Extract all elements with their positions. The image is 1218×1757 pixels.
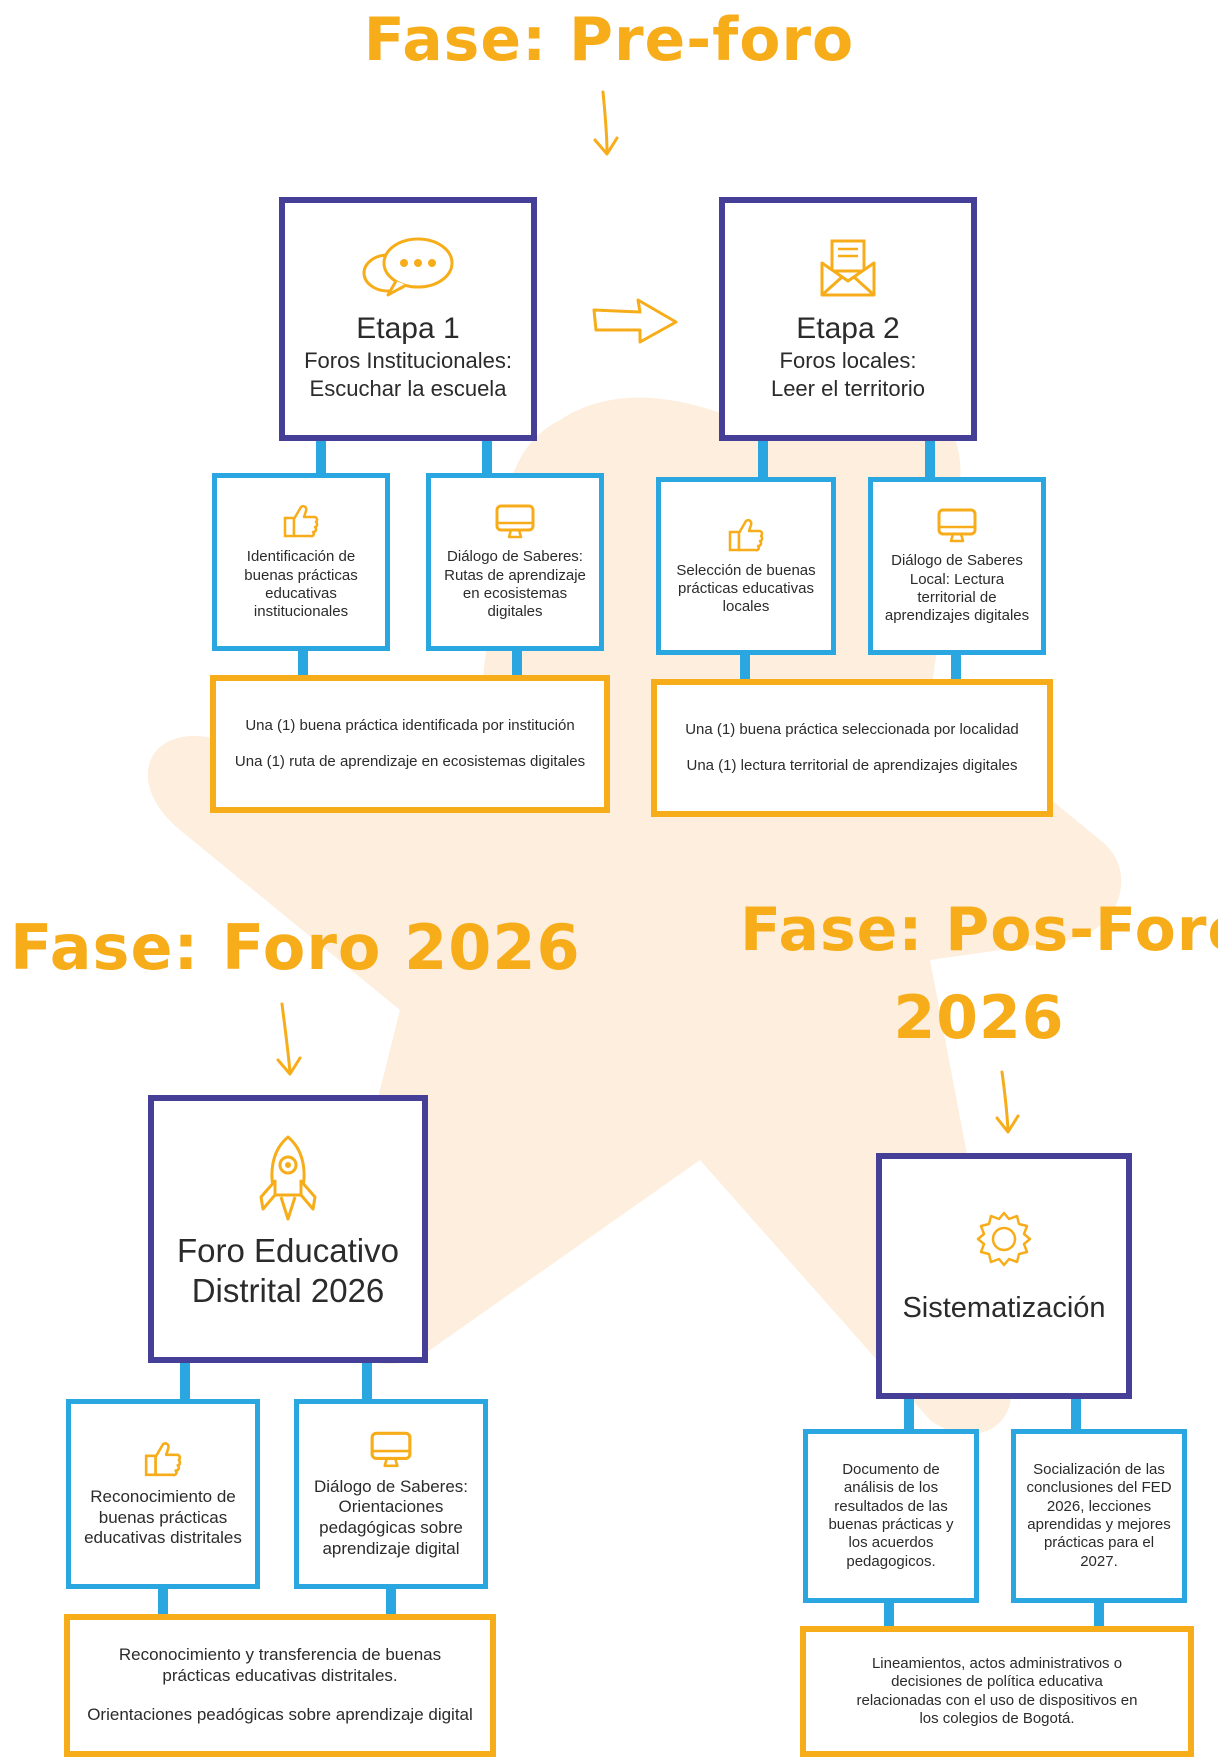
output-box: Una (1) buena práctica seleccionada por … [651, 679, 1053, 817]
stage-1-box: Etapa 1 Foros Institucionales: Escuchar … [279, 197, 537, 441]
rocket-icon [259, 1135, 317, 1221]
stage-2-subtitle-line1: Foros locales: [779, 348, 917, 373]
right-arrow-icon [592, 298, 678, 344]
activity-box: Reconocimiento de buenas prácticas educa… [66, 1399, 260, 1589]
connector-line [512, 651, 522, 675]
output-box: Reconocimiento y transferencia de buenas… [64, 1614, 496, 1757]
thumbs-up-icon [728, 518, 764, 551]
connector-line [740, 655, 750, 679]
monitor-icon [370, 1431, 412, 1467]
phase-title-pre-foro: Fase: Pre-foro [363, 5, 855, 75]
phase-title-pos-foro-line1: Fase: Pos-Foro [740, 895, 1218, 965]
output-text: Una (1) buena práctica identificada por … [245, 716, 575, 734]
envelope-icon [820, 239, 876, 297]
connector-line [925, 441, 935, 477]
stage-2-box: Etapa 2 Foros locales: Leer el territori… [719, 197, 977, 441]
activity-text: Diálogo de Saberes Local: Lectura territ… [884, 552, 1030, 625]
activity-text: Reconocimiento de buenas prácticas educa… [84, 1486, 242, 1548]
stage-2-title: Etapa 2 [796, 312, 900, 345]
activity-box: Diálogo de Saberes: Orientaciones pedagó… [294, 1399, 488, 1589]
foro-stage-box: Foro Educativo Distrital 2026 [148, 1095, 428, 1363]
foro-stage-title-line2: Distrital 2026 [191, 1272, 385, 1309]
activity-text: Selección de buenas prácticas educativas… [676, 561, 816, 616]
activity-text: Identificación de buenas prácticas educa… [244, 548, 358, 621]
output-text: Una (1) ruta de aprendizaje en ecosistem… [234, 753, 586, 770]
connector-line [362, 1363, 372, 1399]
activity-box: Diálogo de Saberes Local: Lectura territ… [868, 477, 1046, 655]
activity-text: Documento de análisis de los resultados … [828, 1461, 954, 1570]
activity-box: Diálogo de Saberes: Rutas de aprendizaje… [426, 473, 604, 651]
activity-text: Diálogo de Saberes: Orientaciones pedagó… [313, 1476, 469, 1558]
down-arrow-icon [276, 1002, 302, 1076]
output-box: Una (1) buena práctica identificada por … [210, 675, 610, 813]
gear-icon [976, 1211, 1032, 1267]
activity-box: Documento de análisis de los resultados … [803, 1429, 979, 1603]
output-text: Una (1) buena práctica seleccionada por … [685, 720, 1019, 738]
connector-line [904, 1399, 914, 1429]
activity-text: Socialización de las conclusiones del FE… [1026, 1461, 1172, 1570]
output-text: Lineamientos, actos administrativos o de… [856, 1654, 1138, 1727]
connector-line [316, 441, 326, 473]
connector-line [951, 655, 961, 679]
phase-title-pos-foro-line2: 2026 [893, 983, 1065, 1053]
down-arrow-icon [995, 1070, 1020, 1134]
output-text: Orientaciones peadógicas sobre aprendiza… [87, 1704, 473, 1724]
connector-line [386, 1589, 396, 1617]
output-box: Lineamientos, actos administrativos o de… [800, 1626, 1194, 1757]
connector-line [180, 1363, 190, 1399]
monitor-icon [937, 508, 977, 543]
pos-foro-stage-box: Sistematización [876, 1153, 1132, 1399]
connector-line [482, 441, 492, 473]
activity-text: Diálogo de Saberes: Rutas de aprendizaje… [444, 548, 586, 621]
output-text: Una (1) lectura territorial de aprendiza… [686, 757, 1018, 774]
connector-line [1071, 1399, 1081, 1429]
monitor-icon [495, 504, 535, 539]
foro-stage-title-line1: Foro Educativo [177, 1232, 399, 1269]
output-text: Reconocimiento y transferencia de buenas… [118, 1645, 442, 1686]
activity-box: Socialización de las conclusiones del FE… [1011, 1429, 1187, 1603]
stage-1-title: Etapa 1 [356, 312, 460, 345]
stage-1-subtitle-line1: Foros Institucionales: [304, 348, 512, 373]
down-arrow-icon [593, 90, 619, 156]
chat-bubbles-icon [362, 237, 454, 297]
activity-box: Selección de buenas prácticas educativas… [656, 477, 836, 655]
pos-foro-stage-title: Sistematización [902, 1292, 1106, 1324]
connector-line [884, 1603, 894, 1629]
stage-1-subtitle-line2: Escuchar la escuela [309, 376, 507, 401]
connector-line [158, 1589, 168, 1617]
activity-box: Identificación de buenas prácticas educa… [212, 473, 390, 651]
thumbs-up-icon [283, 505, 319, 538]
connector-line [758, 441, 768, 477]
stage-2-subtitle-line2: Leer el territorio [770, 376, 926, 401]
connector-line [298, 651, 308, 675]
connector-line [1094, 1603, 1104, 1629]
phase-title-foro: Fase: Foro 2026 [10, 911, 581, 984]
thumbs-up-icon [144, 1442, 182, 1477]
